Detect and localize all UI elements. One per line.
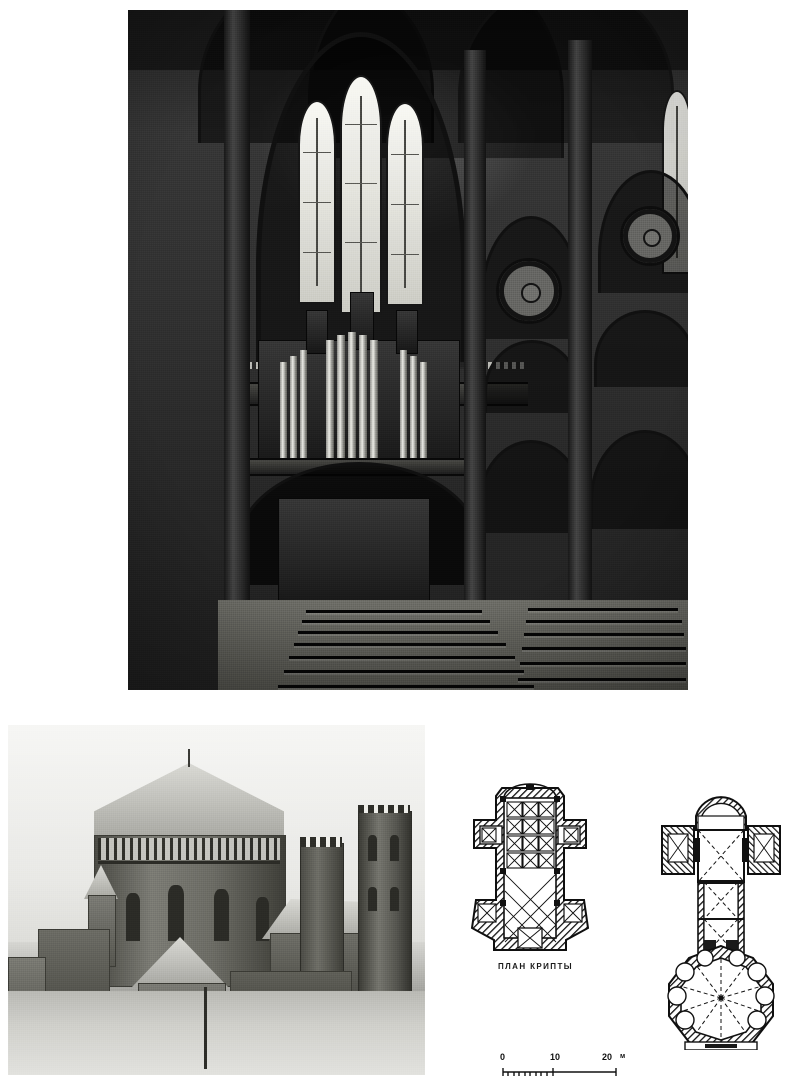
scale-tick-0: 0 bbox=[500, 1052, 506, 1062]
west-tower-far bbox=[300, 843, 344, 975]
crypt-plan-caption: ПЛАН КРИПТЫ bbox=[498, 962, 573, 971]
scale-tick-20: 20 bbox=[602, 1052, 613, 1062]
scale-unit: м bbox=[620, 1053, 626, 1060]
west-tower-near bbox=[358, 811, 412, 1003]
church-exterior-photograph bbox=[8, 725, 425, 1075]
church-interior-photograph bbox=[128, 10, 688, 690]
foreground-ground bbox=[8, 991, 425, 1075]
church-ground-plan-drawing bbox=[648, 786, 794, 1050]
scale-tick-10: 10 bbox=[550, 1052, 561, 1062]
crypt-plan-drawing bbox=[470, 782, 590, 954]
scale-bar: 0 10 20 м bbox=[498, 1052, 638, 1078]
